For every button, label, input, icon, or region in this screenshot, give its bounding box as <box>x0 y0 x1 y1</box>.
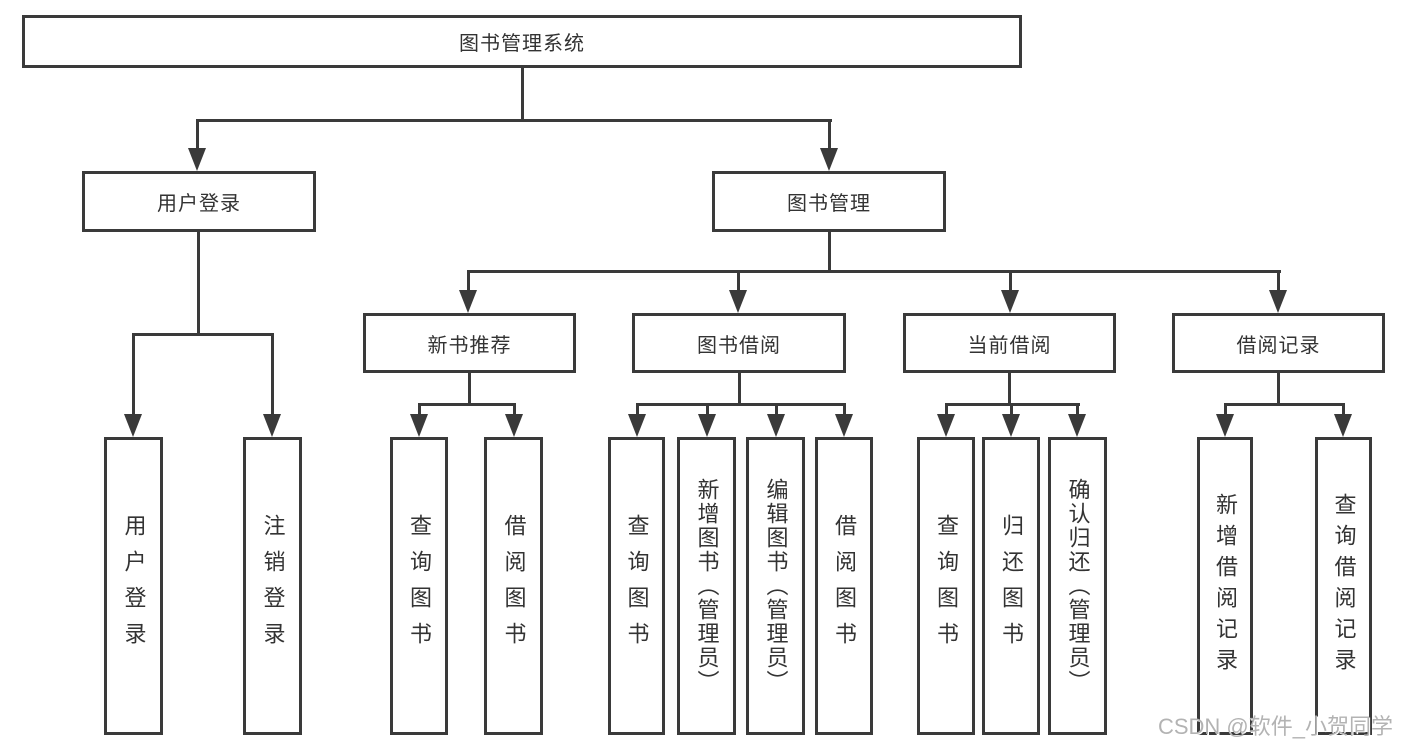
arrowhead-down-icon <box>1216 414 1234 437</box>
arrowhead-down-icon <box>698 414 716 437</box>
node-root-label: 图书管理系统 <box>459 33 585 55</box>
node-book-management: 图书管理 <box>712 171 946 232</box>
node-user-login: 用户登录 <box>82 171 316 232</box>
connector-crossbar <box>132 333 274 336</box>
connector-drop <box>636 403 639 417</box>
arrowhead-down-icon <box>459 290 477 313</box>
leaf-query-books-recommend: 查询图书 <box>390 437 448 735</box>
leaf-return-books: 归还图书 <box>982 437 1040 735</box>
connector-stem <box>468 373 471 406</box>
connector-crossbar <box>636 403 846 406</box>
connector-stem <box>1008 373 1011 406</box>
arrowhead-down-icon <box>937 414 955 437</box>
arrowhead-down-icon <box>1334 414 1352 437</box>
leaf-query-borrow-record: 查询借阅记录 <box>1315 437 1372 735</box>
leaf-borrow-books-recommend: 借阅图书 <box>484 437 543 735</box>
connector-drop <box>706 403 709 417</box>
node-current-borrowing-label: 当前借阅 <box>967 334 1052 357</box>
node-book-management-label: 图书管理 <box>787 193 871 215</box>
connector-crossbar <box>467 270 1281 273</box>
connector-root-stem <box>521 68 524 120</box>
arrowhead-down-icon <box>1269 290 1287 313</box>
leaf-label: 新增借阅记录 <box>1213 493 1238 679</box>
leaf-add-books-admin: 新增图书（管理员） <box>677 437 736 735</box>
node-root: 图书管理系统 <box>22 15 1022 68</box>
connector-drop <box>945 403 948 417</box>
node-borrowing-records: 借阅记录 <box>1172 313 1385 373</box>
leaf-label: 新增图书（管理员） <box>694 478 720 694</box>
node-new-book-recommend-label: 新书推荐 <box>427 334 512 357</box>
connector-drop <box>1009 270 1012 294</box>
connector-crossbar <box>1224 403 1345 406</box>
leaf-label: 确认归还（管理员） <box>1065 478 1091 694</box>
node-user-login-label: 用户登录 <box>157 193 241 215</box>
connector-drop <box>1076 403 1079 417</box>
leaf-borrow-books: 借阅图书 <box>815 437 873 735</box>
connector-drop <box>1224 403 1227 417</box>
node-book-borrowing-label: 图书借阅 <box>697 334 781 357</box>
arrowhead-down-icon <box>124 414 142 437</box>
connector-stem <box>828 232 831 273</box>
leaf-label: 查询借阅记录 <box>1331 493 1357 679</box>
connector-stem <box>738 373 741 406</box>
node-book-borrowing: 图书借阅 <box>632 313 846 373</box>
arrowhead-down-icon <box>410 414 428 437</box>
arrowhead-down-icon <box>729 290 747 313</box>
csdn-watermark: CSDN @软件_小贺同学 <box>1157 714 1393 739</box>
connector-drop <box>737 270 740 294</box>
connector-drop <box>271 333 274 417</box>
leaf-label: 编辑图书（管理员） <box>763 478 789 694</box>
arrowhead-down-icon <box>263 414 281 437</box>
leaf-label: 归还图书 <box>999 514 1024 658</box>
connector-drop <box>828 119 831 151</box>
arrowhead-down-icon <box>835 414 853 437</box>
arrowhead-down-icon <box>505 414 523 437</box>
connector-drop <box>196 119 199 151</box>
node-current-borrowing: 当前借阅 <box>903 313 1116 373</box>
arrowhead-down-icon <box>188 148 206 171</box>
connector-drop <box>1010 403 1013 417</box>
leaf-label: 查询图书 <box>407 514 432 658</box>
connector-stem <box>197 232 200 336</box>
leaf-user-login: 用户登录 <box>104 437 163 735</box>
connector-drop <box>132 333 135 417</box>
arrowhead-down-icon <box>1068 414 1086 437</box>
arrowhead-down-icon <box>820 148 838 171</box>
arrowhead-down-icon <box>628 414 646 437</box>
leaf-label: 借阅图书 <box>832 514 857 658</box>
connector-drop <box>1342 403 1345 417</box>
leaf-label: 查询图书 <box>624 514 650 658</box>
connector-root-crossbar <box>196 119 832 122</box>
arrowhead-down-icon <box>767 414 785 437</box>
connector-drop <box>418 403 421 417</box>
connector-drop <box>513 403 516 417</box>
node-borrowing-records-label: 借阅记录 <box>1236 334 1321 357</box>
leaf-label: 查询图书 <box>934 514 959 658</box>
leaf-label: 注销登录 <box>260 514 286 658</box>
arrowhead-down-icon <box>1002 414 1020 437</box>
leaf-confirm-return-admin: 确认归还（管理员） <box>1048 437 1107 735</box>
connector-crossbar <box>418 403 516 406</box>
arrowhead-down-icon <box>1001 290 1019 313</box>
leaf-edit-books-admin: 编辑图书（管理员） <box>746 437 805 735</box>
leaf-query-books-current: 查询图书 <box>917 437 975 735</box>
leaf-add-borrow-record: 新增借阅记录 <box>1197 437 1253 735</box>
leaf-query-books-borrowing: 查询图书 <box>608 437 665 735</box>
leaf-logout: 注销登录 <box>243 437 302 735</box>
connector-drop <box>1277 270 1280 294</box>
connector-drop <box>467 270 470 294</box>
connector-stem <box>1277 373 1280 406</box>
connector-drop <box>843 403 846 417</box>
leaf-label: 借阅图书 <box>501 514 527 658</box>
leaf-label: 用户登录 <box>121 514 147 658</box>
connector-drop <box>775 403 778 417</box>
node-new-book-recommend: 新书推荐 <box>363 313 576 373</box>
